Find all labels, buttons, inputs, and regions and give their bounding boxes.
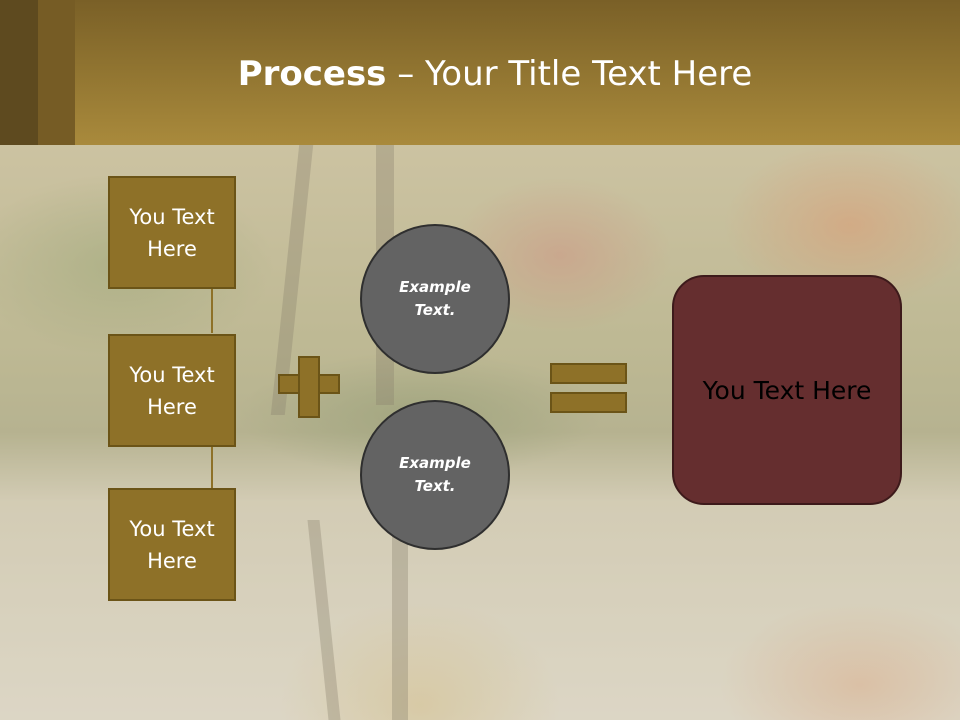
header-stripe [0, 0, 38, 145]
title-bar: Process – Your Title Text Here [0, 0, 960, 145]
box-connector [211, 447, 213, 488]
box-connector [211, 289, 213, 333]
result-box[interactable]: You Text Here [672, 275, 902, 505]
text-box-2[interactable]: You Text Here [108, 334, 236, 447]
plus-icon-center [300, 376, 318, 392]
slide-title-bold: Process [237, 54, 387, 94]
example-circle-label: Example Text. [399, 454, 471, 495]
result-box-label: You Text Here [702, 375, 872, 405]
text-box-label: You Text Here [129, 204, 215, 261]
text-box-1[interactable]: You Text Here [108, 176, 236, 289]
background-tree-reflection [392, 525, 408, 720]
text-box-label: You Text Here [129, 516, 215, 573]
example-circle-label: Example Text. [399, 278, 471, 319]
text-box-label: You Text Here [129, 362, 215, 419]
header-stripe [38, 0, 75, 145]
slide-title-rest: – Your Title Text Here [386, 54, 753, 94]
equals-icon-top-bar [550, 363, 627, 384]
example-circle-2[interactable]: Example Text. [360, 400, 510, 550]
text-box-3[interactable]: You Text Here [108, 488, 236, 601]
equals-icon-bottom-bar [550, 392, 627, 413]
slide-title[interactable]: Process – Your Title Text Here [75, 52, 915, 96]
example-circle-1[interactable]: Example Text. [360, 224, 510, 374]
